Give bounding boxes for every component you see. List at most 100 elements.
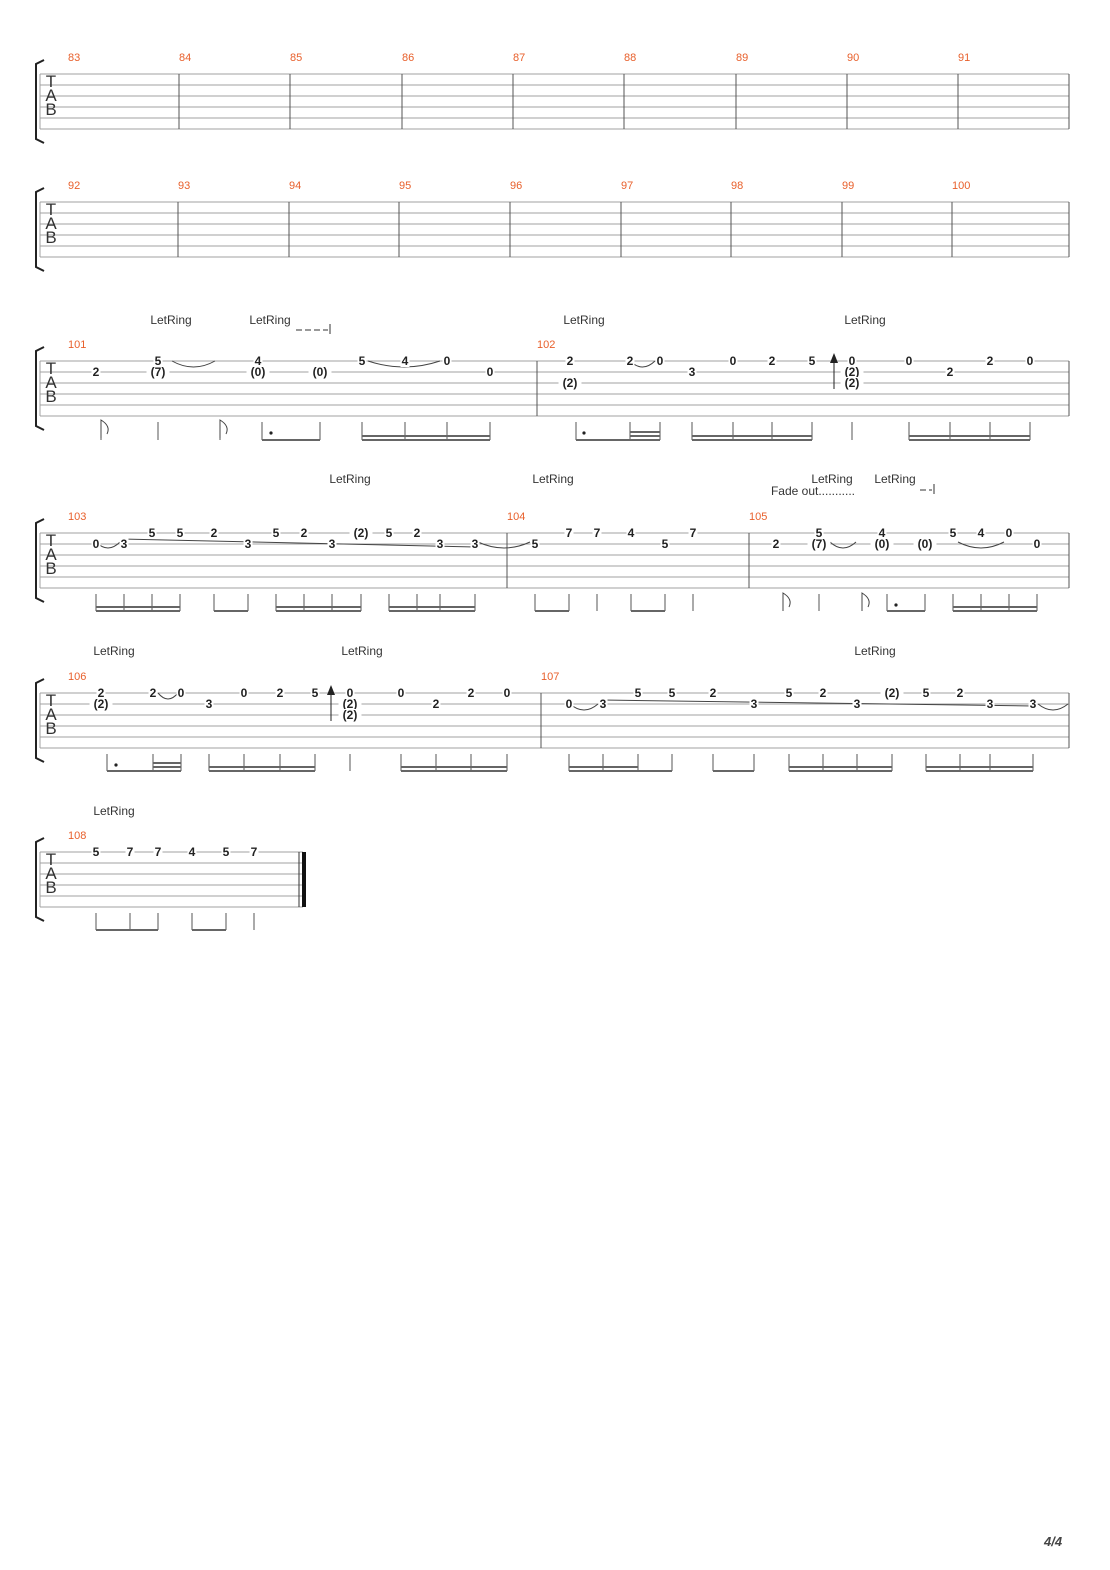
fret-number: 2 xyxy=(277,686,284,700)
let-ring-label: LetRing xyxy=(811,472,852,486)
fret-number: 3 xyxy=(689,365,696,379)
tab-letter: A xyxy=(45,373,57,392)
fret-number: 7 xyxy=(251,845,258,859)
fret-number: 2 xyxy=(947,365,954,379)
fret-number: 2 xyxy=(710,686,717,700)
system-bracket xyxy=(35,678,45,763)
note-bg xyxy=(807,355,817,367)
fret-number: 2 xyxy=(627,354,634,368)
note-bg xyxy=(688,527,698,539)
bar-number: 88 xyxy=(624,52,636,64)
system-bracket xyxy=(35,346,45,431)
note-bg xyxy=(246,366,270,378)
note-bg xyxy=(687,366,697,378)
let-ring-label: LetRing xyxy=(563,313,604,327)
fret-number: 5 xyxy=(386,526,393,540)
let-ring-label: LetRing xyxy=(341,644,382,658)
note-bg xyxy=(89,698,113,710)
tab-letter: T xyxy=(46,531,56,550)
let-ring-label: LetRing xyxy=(249,313,290,327)
fret-number: 7 xyxy=(127,845,134,859)
fret-number: (2) xyxy=(354,526,369,540)
tie-arc xyxy=(829,541,857,549)
fret-number: 2 xyxy=(150,686,157,700)
note-bg xyxy=(153,846,163,858)
fret-number: 0 xyxy=(730,354,737,368)
fret-number: 5 xyxy=(635,686,642,700)
fret-number: 2 xyxy=(957,686,964,700)
fret-number: 3 xyxy=(751,697,758,711)
note-bg xyxy=(1025,355,1035,367)
fret-number: 2 xyxy=(468,686,475,700)
bar-number: 87 xyxy=(513,52,525,64)
fret-number: 0 xyxy=(444,354,451,368)
grace-flag-icon xyxy=(100,419,109,438)
fret-number: 7 xyxy=(690,526,697,540)
up-arrow-icon xyxy=(327,685,335,695)
fret-number: (2) xyxy=(94,697,109,711)
note-bg xyxy=(945,366,955,378)
fret-number: 5 xyxy=(312,686,319,700)
note-bg xyxy=(327,538,337,550)
tab-letter: T xyxy=(46,850,56,869)
note-bg xyxy=(767,355,777,367)
note-bg xyxy=(564,527,574,539)
fret-number: (2) xyxy=(845,376,860,390)
fret-number: 5 xyxy=(786,686,793,700)
note-bg xyxy=(728,355,738,367)
bar-number: 96 xyxy=(510,180,522,192)
tab-letter: B xyxy=(45,878,56,897)
note-bg xyxy=(904,355,914,367)
note-bg xyxy=(530,538,540,550)
tab-letter: B xyxy=(45,559,56,578)
note-bg xyxy=(243,538,253,550)
note-bg xyxy=(400,355,410,367)
bar-number: 91 xyxy=(958,52,970,64)
note-bg xyxy=(147,527,157,539)
fret-number: 5 xyxy=(950,526,957,540)
dot-marker xyxy=(269,431,273,435)
note-bg xyxy=(442,355,452,367)
note-bg xyxy=(175,527,185,539)
slide-line xyxy=(123,538,476,548)
fret-number: 2 xyxy=(211,526,218,540)
fret-number: 7 xyxy=(594,526,601,540)
bar-number: 84 xyxy=(179,52,191,64)
fret-number: 5 xyxy=(149,526,156,540)
bar-number: 83 xyxy=(68,52,80,64)
note-bg xyxy=(384,527,394,539)
bar-number: 97 xyxy=(621,180,633,192)
fret-number: 3 xyxy=(121,537,128,551)
note-bg xyxy=(308,366,332,378)
fret-number: 5 xyxy=(532,537,539,551)
note-bg xyxy=(1032,538,1042,550)
fade-out-label: Fade out........... xyxy=(771,484,855,498)
fret-number: (2) xyxy=(885,686,900,700)
fret-number: 4 xyxy=(402,354,409,368)
tab-letter: T xyxy=(46,72,56,91)
fret-number: (7) xyxy=(812,537,827,551)
up-arrow-icon xyxy=(830,353,838,363)
note-bg xyxy=(349,527,373,539)
fret-number: 0 xyxy=(906,354,913,368)
fret-number: 0 xyxy=(487,365,494,379)
bar-number: 86 xyxy=(402,52,414,64)
note-bg xyxy=(655,355,665,367)
fret-number: 4 xyxy=(189,845,196,859)
fret-number: 3 xyxy=(329,537,336,551)
note-bg xyxy=(239,687,249,699)
note-bg xyxy=(249,846,259,858)
fret-number: (7) xyxy=(151,365,166,379)
note-bg xyxy=(818,687,828,699)
system-bracket xyxy=(35,59,45,144)
note-bg xyxy=(558,377,582,389)
tab-letter: B xyxy=(45,228,56,247)
bar-number: 105 xyxy=(749,511,767,523)
tab-letter: B xyxy=(45,387,56,406)
note-bg xyxy=(221,846,231,858)
dot-marker xyxy=(894,603,898,607)
fret-number: 2 xyxy=(567,354,574,368)
note-bg xyxy=(985,698,995,710)
fret-number: 0 xyxy=(566,697,573,711)
